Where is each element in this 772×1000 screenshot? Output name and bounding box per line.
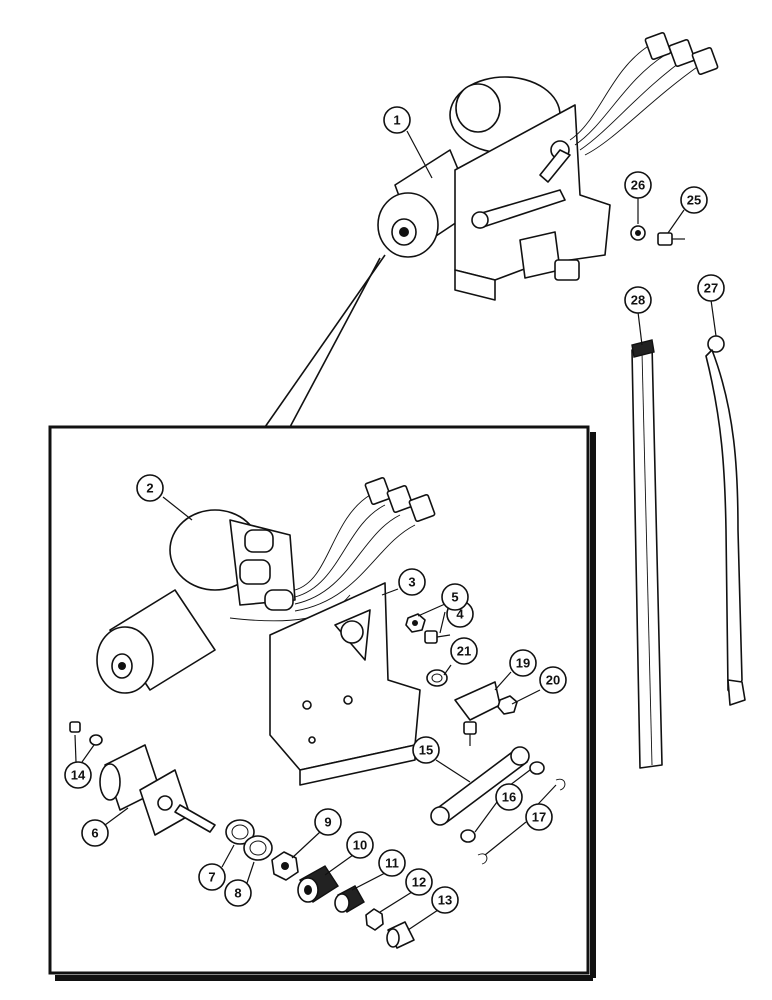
detail-inset-frame xyxy=(48,254,596,981)
clip-item-17 xyxy=(477,778,566,865)
svg-text:11: 11 xyxy=(385,856,399,871)
nut-item-5 xyxy=(405,613,426,633)
wiper-motor-assembly xyxy=(377,32,719,301)
nut-item-12 xyxy=(365,908,384,931)
callout-14: 14 xyxy=(64,761,92,789)
callout-19: 19 xyxy=(509,649,537,677)
svg-text:7: 7 xyxy=(208,870,215,885)
svg-text:1: 1 xyxy=(393,113,400,128)
svg-text:12: 12 xyxy=(412,875,426,890)
callout-1: 1 xyxy=(383,106,411,134)
svg-text:8: 8 xyxy=(234,886,241,901)
callout-15: 15 xyxy=(412,736,440,764)
washer-item-7 xyxy=(225,819,255,845)
svg-text:14: 14 xyxy=(71,768,86,783)
wiper-arm-item-27 xyxy=(705,335,746,706)
svg-text:15: 15 xyxy=(419,743,433,758)
callout-11: 11 xyxy=(378,849,406,877)
svg-text:28: 28 xyxy=(631,293,645,308)
nut-item-20 xyxy=(497,695,518,715)
pivot-item-19 xyxy=(454,681,501,746)
cap-item-13 xyxy=(386,921,415,949)
washer-item-16 xyxy=(460,761,545,843)
nut-item-26 xyxy=(630,225,646,241)
callout-2: 2 xyxy=(136,474,164,502)
screw-item-25 xyxy=(657,232,685,246)
svg-text:4: 4 xyxy=(456,607,464,622)
callout-10: 10 xyxy=(346,831,374,859)
callout-12: 12 xyxy=(405,868,433,896)
screws-item-14 xyxy=(69,721,103,746)
callout-26: 26 xyxy=(624,171,652,199)
svg-text:25: 25 xyxy=(687,193,701,208)
svg-text:3: 3 xyxy=(408,575,415,590)
svg-text:10: 10 xyxy=(353,838,367,853)
svg-text:19: 19 xyxy=(516,656,530,671)
link-item-15 xyxy=(430,746,530,826)
callout-21: 21 xyxy=(450,637,478,665)
wiper-blade-item-28 xyxy=(631,339,663,769)
callout-8: 8 xyxy=(224,879,252,907)
callout-6: 6 xyxy=(81,819,109,847)
motor-item-2 xyxy=(96,477,436,694)
bushing-item-10 xyxy=(297,865,339,903)
callout-28: 28 xyxy=(624,286,652,314)
leader-lines xyxy=(74,130,717,931)
bracket-item-3 xyxy=(269,582,421,786)
screw-item-4 xyxy=(424,630,451,644)
switch-item-6 xyxy=(99,744,216,836)
callout-9: 9 xyxy=(314,808,342,836)
callout-27: 27 xyxy=(697,274,725,302)
svg-text:21: 21 xyxy=(457,644,471,659)
callout-5: 5 xyxy=(441,583,469,611)
callout-7: 7 xyxy=(198,863,226,891)
callout-20: 20 xyxy=(539,666,567,694)
callout-13: 13 xyxy=(431,886,459,914)
svg-text:27: 27 xyxy=(704,281,718,296)
svg-text:17: 17 xyxy=(532,810,546,825)
washer-item-21 xyxy=(426,669,448,687)
spline-item-11 xyxy=(334,885,365,913)
callout-17: 17 xyxy=(525,803,553,831)
svg-text:5: 5 xyxy=(451,590,458,605)
svg-text:13: 13 xyxy=(438,893,452,908)
callout-3: 3 xyxy=(398,568,426,596)
washer-item-8 xyxy=(243,835,273,861)
svg-text:6: 6 xyxy=(91,826,98,841)
svg-text:2: 2 xyxy=(146,481,153,496)
svg-text:20: 20 xyxy=(546,673,560,688)
callout-25: 25 xyxy=(680,186,708,214)
callout-16: 16 xyxy=(495,783,523,811)
svg-text:26: 26 xyxy=(631,178,645,193)
svg-text:9: 9 xyxy=(324,815,331,830)
nut-item-9 xyxy=(271,851,299,881)
svg-text:16: 16 xyxy=(502,790,516,805)
